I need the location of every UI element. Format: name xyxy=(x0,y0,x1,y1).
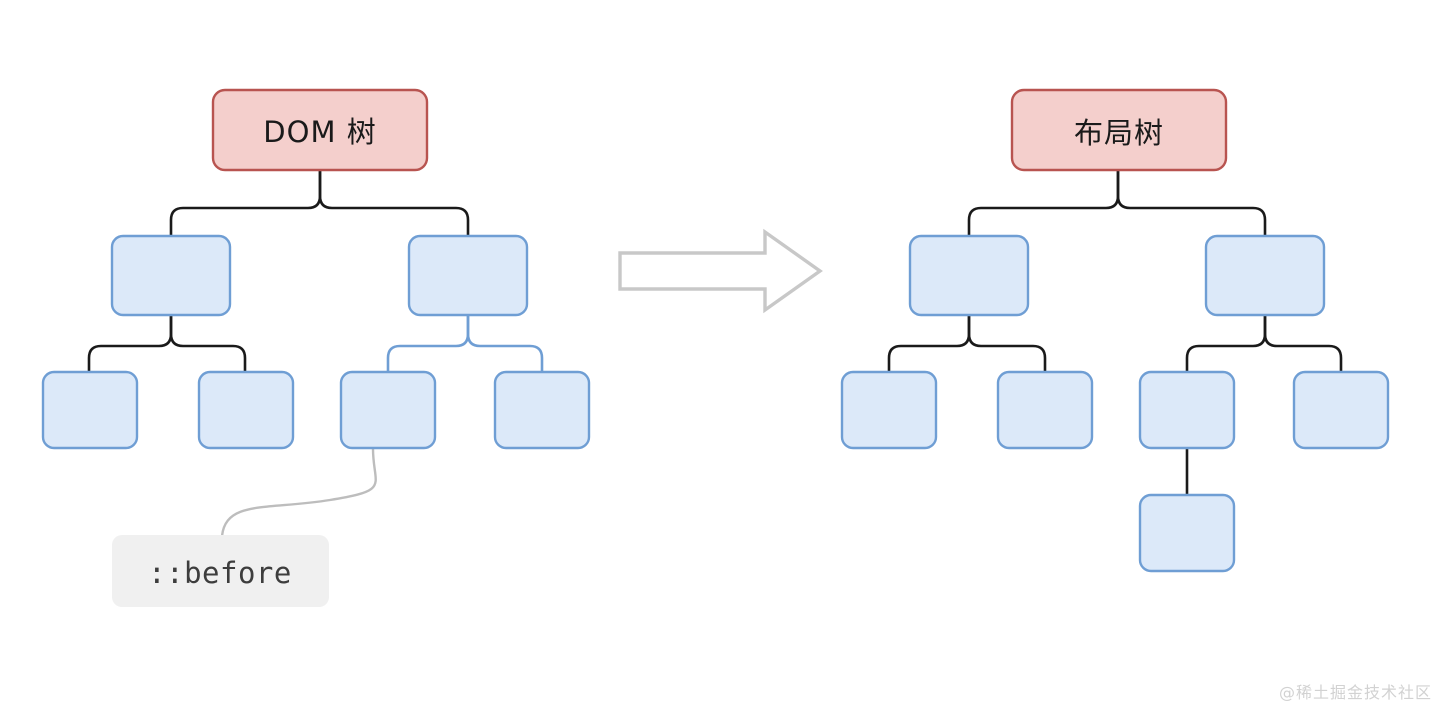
connector-left-root-to-b xyxy=(318,168,470,238)
connector-right-b-to-b1 xyxy=(1185,313,1267,374)
left-tree: DOM 树 ::before xyxy=(41,88,591,607)
connector-right-b-to-b2 xyxy=(1263,313,1343,374)
left-root-node-label: DOM 树 xyxy=(263,115,376,149)
left-node-b2 xyxy=(493,370,591,450)
connector-right-a-to-a1 xyxy=(887,313,971,374)
left-root-node-box xyxy=(211,88,429,172)
right-tree: 布局树 xyxy=(840,88,1390,573)
before-annotation-label: ::before xyxy=(112,535,329,607)
left-node-b xyxy=(407,234,529,317)
right-node-a xyxy=(908,234,1030,317)
left-root-node: DOM 树 xyxy=(211,88,429,172)
watermark: @稀土掘金技术社区 xyxy=(1279,683,1432,702)
right-root-node: 布局树 xyxy=(1010,88,1228,172)
before-annotation-box xyxy=(112,535,329,607)
right-node-b1 xyxy=(1138,370,1236,450)
right-node-a2 xyxy=(996,370,1094,450)
connector-left-b-to-b1 xyxy=(386,313,470,374)
connector-left-a-to-a1 xyxy=(87,313,173,374)
transform-arrow xyxy=(618,228,823,314)
before-annotation-text: ::before xyxy=(148,556,292,590)
left-node-a xyxy=(110,234,232,317)
connector-left-b-to-b2 xyxy=(466,313,544,374)
left-node-a1 xyxy=(41,370,139,450)
right-root-node-box xyxy=(1010,88,1228,172)
connector-right-a-to-a2 xyxy=(967,313,1047,374)
right-node-b2 xyxy=(1292,370,1390,450)
connector-right-root-to-b xyxy=(1116,168,1267,238)
right-node-a1 xyxy=(840,370,938,450)
connector-left-a-to-a2 xyxy=(169,313,247,374)
connector-right-root-to-a xyxy=(967,168,1120,238)
right-node-b xyxy=(1204,234,1326,317)
connector-before-annotation xyxy=(220,447,377,538)
left-node-b1 xyxy=(339,370,437,450)
left-node-a2 xyxy=(197,370,295,450)
right-node-b1-pseudo xyxy=(1138,493,1236,573)
transform-arrow-shape xyxy=(618,228,823,314)
right-root-node-label: 布局树 xyxy=(1074,116,1164,150)
connector-left-root-to-a xyxy=(169,168,322,238)
